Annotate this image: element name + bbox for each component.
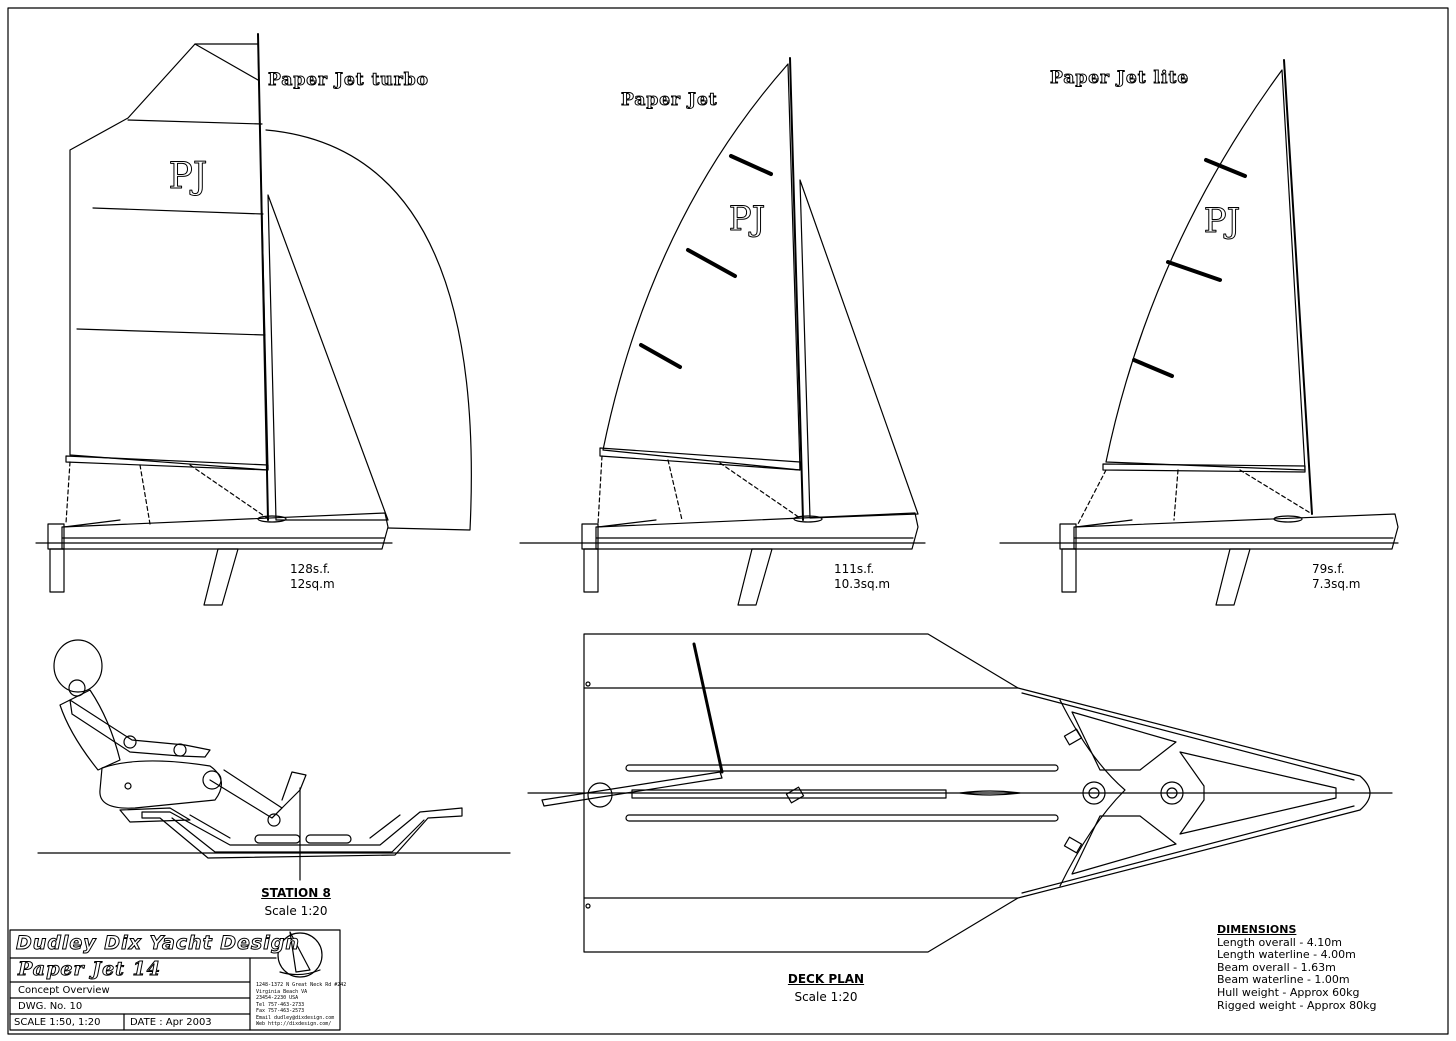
sail-area-lite-sf: 79s.f. — [1312, 562, 1345, 576]
sail-area-standard: 111s.f. 10.3sq.m — [834, 562, 890, 592]
hull — [1073, 513, 1399, 550]
deck-plan-caption: DECK PLAN Scale 1:20 — [776, 970, 876, 1006]
rudder — [49, 548, 65, 593]
sail-logo-lite: PJ — [1204, 201, 1241, 241]
cutout-1 — [1071, 711, 1177, 771]
sail-area-lite-sqm: 7.3sq.m — [1312, 577, 1361, 591]
cutout-2 — [1071, 815, 1177, 875]
tiller-extension — [541, 771, 723, 807]
drawing-date: DATE : Apr 2003 — [130, 1017, 212, 1028]
project-name: Paper Jet 14 — [18, 958, 161, 981]
jib — [267, 194, 389, 521]
mainsail — [1105, 69, 1306, 471]
boom-plan — [631, 789, 947, 799]
daggerboard — [1215, 548, 1251, 606]
boom — [65, 455, 269, 471]
boat-title-standard: Paper Jet — [621, 90, 718, 111]
station-8-section — [37, 639, 511, 881]
drawing-scale: SCALE 1:50, 1:20 — [14, 1017, 101, 1028]
daggerboard — [203, 548, 239, 606]
hull — [595, 512, 919, 550]
sailor-thigh — [99, 760, 222, 809]
sail-area-turbo-sf: 128s.f. — [290, 562, 331, 576]
sheet-border — [7, 7, 1449, 1035]
boat-title-turbo: Paper Jet turbo — [268, 70, 429, 91]
mainsail — [602, 63, 801, 471]
boom — [1102, 463, 1306, 473]
dimension-line: Length overall - 4.10m — [1217, 935, 1342, 949]
sail-area-standard-sf: 111s.f. — [834, 562, 875, 576]
sail-area-lite: 79s.f. 7.3sq.m — [1312, 562, 1360, 592]
dimensions-heading: DIMENSIONS — [1217, 923, 1297, 936]
deck-plan-scale: Scale 1:20 — [794, 990, 858, 1004]
rudder — [583, 548, 599, 593]
sail-area-turbo: 128s.f. 12sq.m — [290, 562, 335, 592]
sail-area-turbo-sqm: 12sq.m — [290, 577, 335, 591]
mainsail — [69, 43, 269, 471]
sailor-arm — [69, 699, 211, 758]
cutout-3 — [1179, 751, 1337, 835]
jib — [799, 179, 919, 519]
boat-turbo-profile: PJ — [35, 33, 472, 606]
seat — [119, 807, 191, 823]
dimension-line: Beam overall - 1.63m — [1217, 960, 1336, 974]
boat-lite-profile: PJ — [999, 59, 1399, 606]
drawing-number: DWG. No. 10 — [18, 1001, 83, 1012]
hull-section — [141, 807, 463, 859]
dimensions-block: DIMENSIONS Length overall - 4.10m Length… — [1217, 923, 1377, 1012]
station-caption: STATION 8 Scale 1:20 — [250, 884, 342, 920]
station-title: STATION 8 — [261, 886, 331, 900]
boat-standard-profile: PJ — [519, 57, 926, 606]
dimension-line: Beam waterline - 1.00m — [1217, 973, 1350, 987]
sail-area-standard-sqm: 10.3sq.m — [834, 577, 891, 591]
boom — [599, 447, 801, 471]
dimension-line: Hull weight - Approx 60kg — [1217, 985, 1360, 999]
dimension-line: Rigged weight - Approx 80kg — [1217, 998, 1377, 1012]
hull — [61, 512, 389, 550]
deck-plan — [527, 633, 1393, 953]
rudder — [1061, 548, 1077, 593]
sailor-figure — [53, 639, 307, 827]
firm-address: 1248-1372 N Great Neck Rd #242 Virginia … — [256, 982, 347, 1027]
mast-plan — [692, 642, 724, 774]
mast — [257, 33, 269, 521]
firm-name: Dudley Dix Yacht Design — [16, 932, 300, 955]
deck-outline — [583, 633, 1371, 953]
title-block-frame — [9, 929, 341, 1031]
daggerboard — [737, 548, 773, 606]
sail-logo-standard: PJ — [729, 199, 766, 239]
station-scale: Scale 1:20 — [264, 904, 328, 918]
sail-logo-turbo: PJ — [169, 156, 208, 197]
deck-plan-title: DECK PLAN — [787, 972, 865, 986]
mast — [789, 57, 804, 521]
dimension-line: Length waterline - 4.00m — [1217, 948, 1356, 962]
sailor-head — [53, 639, 103, 693]
dudley-dix-logo — [277, 931, 323, 978]
mast — [1283, 59, 1313, 515]
drawing-subject: Concept Overview — [18, 985, 110, 996]
gennaker — [265, 129, 472, 531]
boat-title-lite: Paper Jet lite — [1049, 68, 1190, 89]
